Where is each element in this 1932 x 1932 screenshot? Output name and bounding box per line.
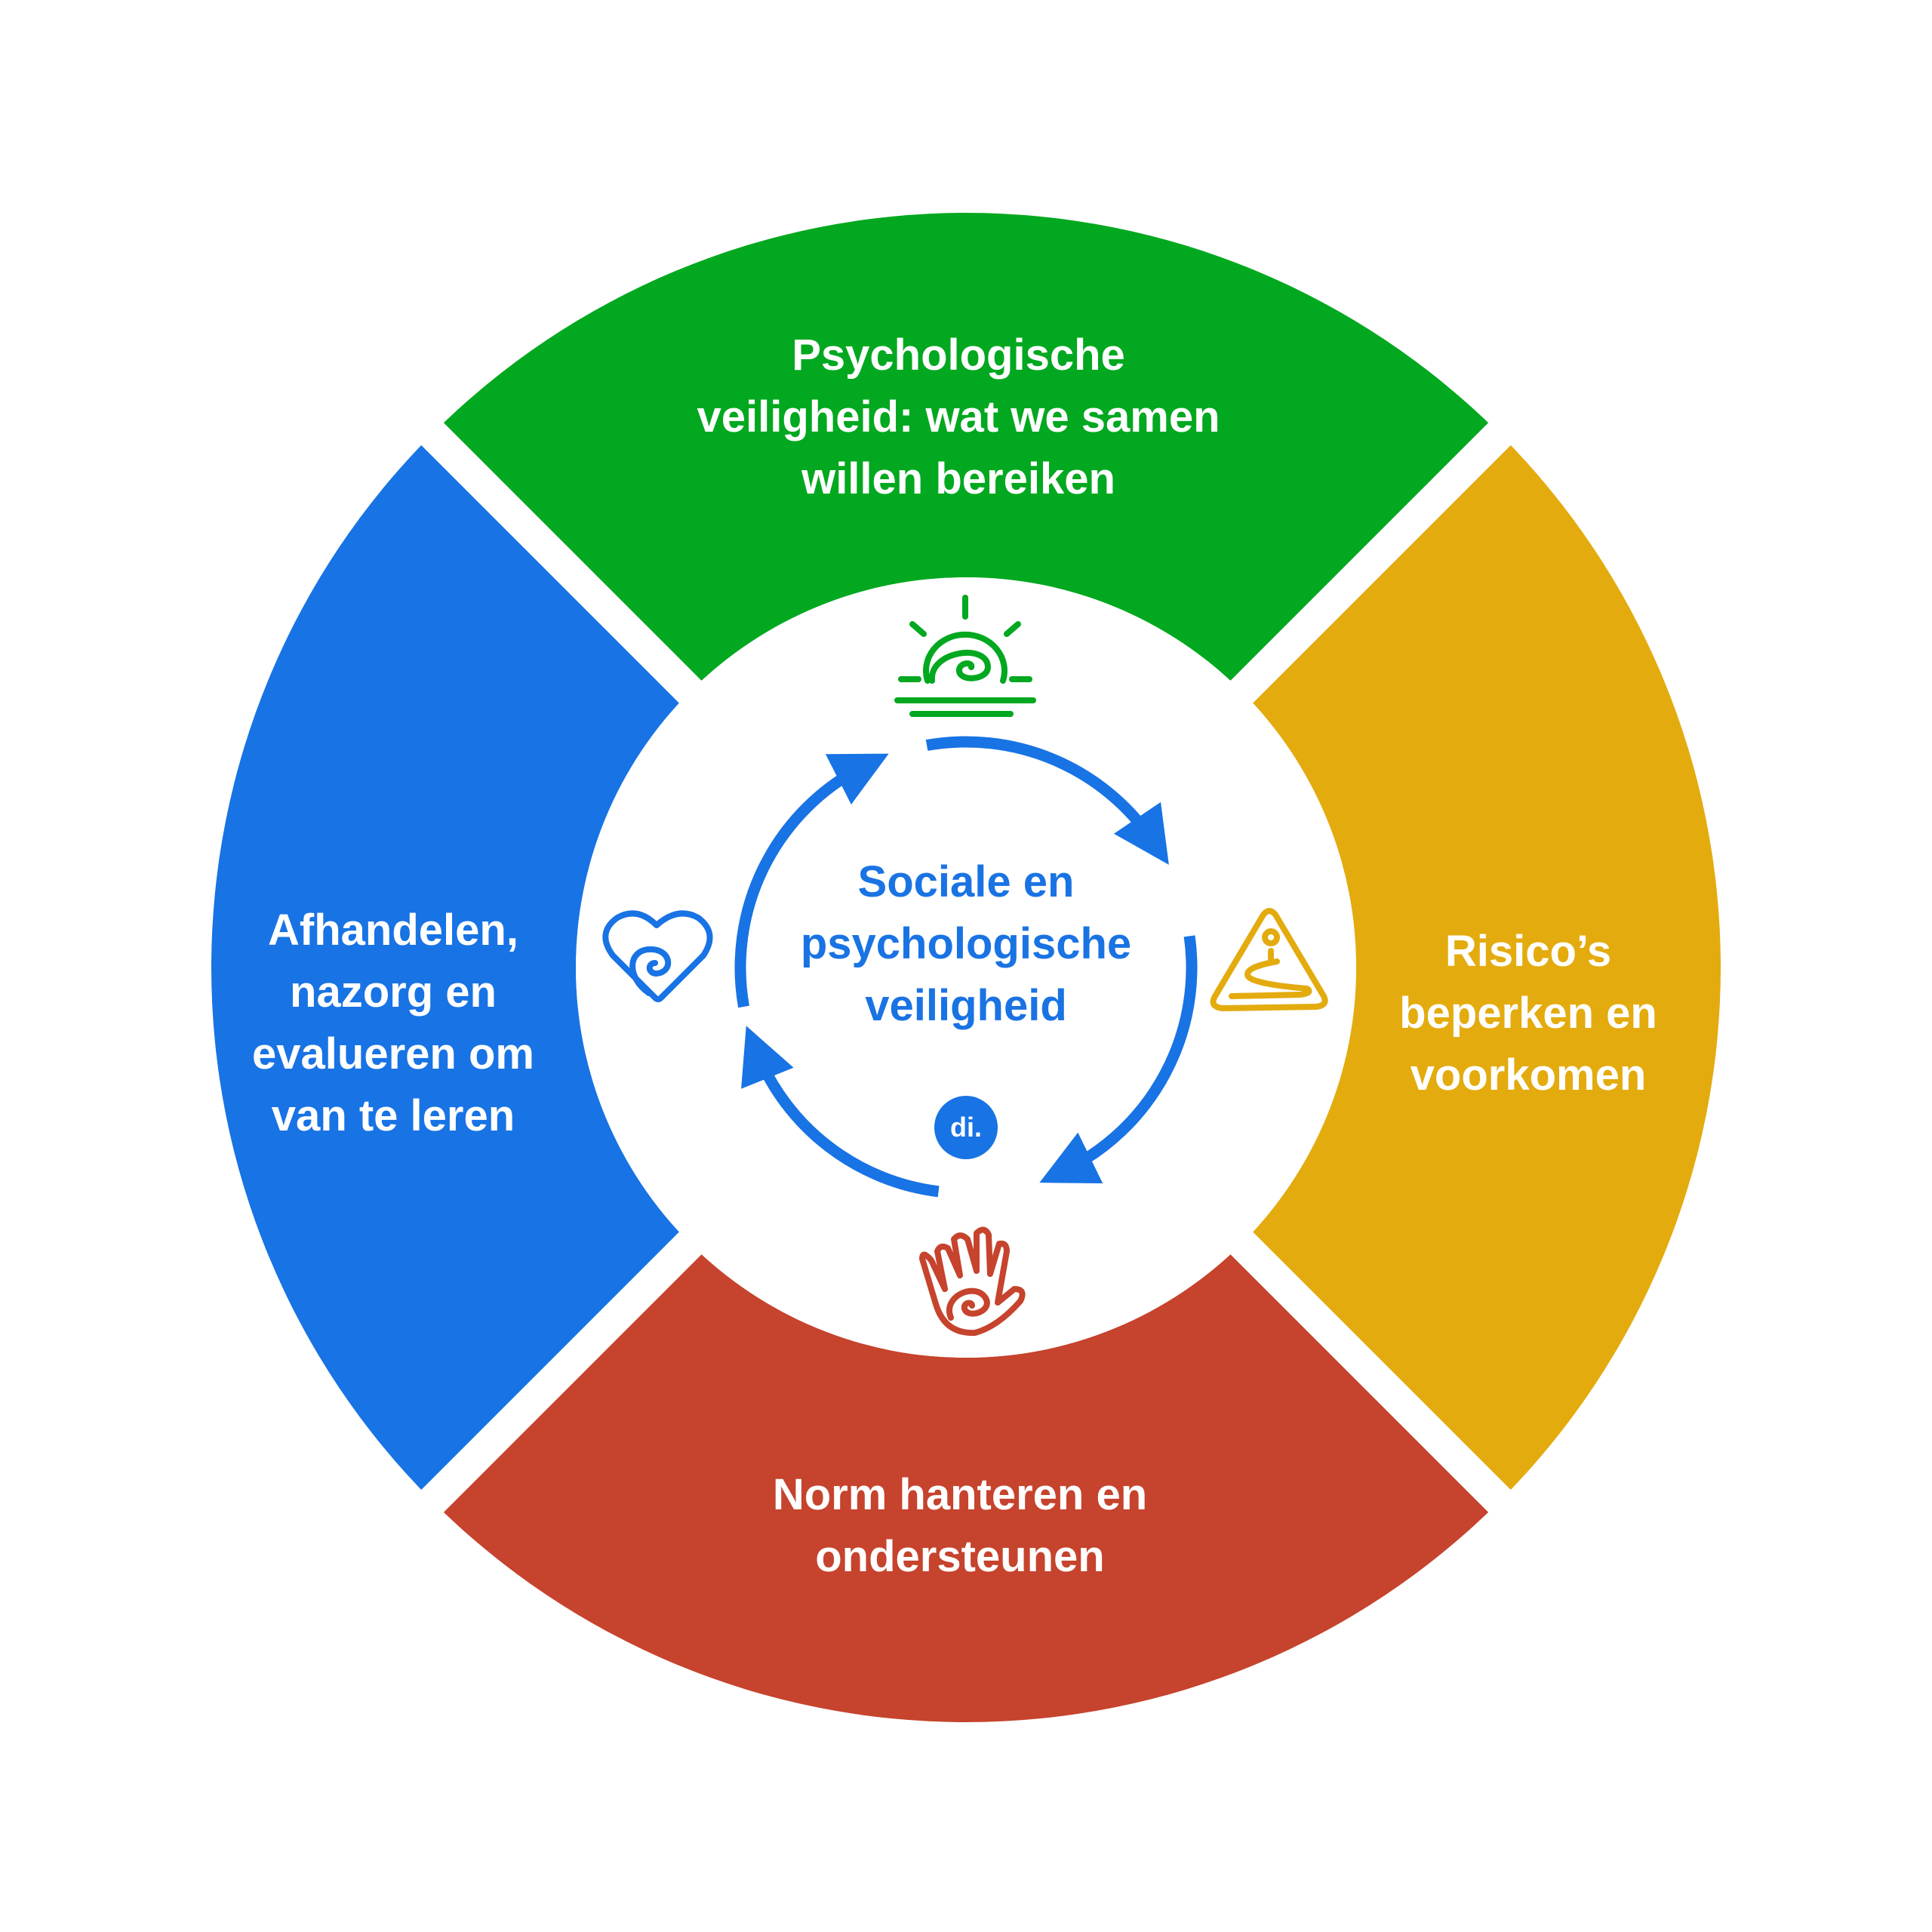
inner-circle (576, 577, 1356, 1358)
segment-label-right: Risico’s beperken en voorkomen (1399, 921, 1657, 1106)
label-line: Risico’s (1444, 927, 1612, 976)
label-line: ondersteunen (815, 1532, 1105, 1581)
center-line: veiligheid (865, 981, 1067, 1030)
label-line: Psychologische (792, 331, 1125, 380)
segment-label-bottom: Norm hanteren en ondersteunen (773, 1464, 1147, 1588)
segment-bottom (432, 1243, 1500, 1722)
segment-label-top: Psychologische veiligheid: wat we samen … (697, 325, 1220, 510)
cycle-arrow (741, 1026, 940, 1198)
heart-spiral-icon (602, 910, 713, 1002)
label-line: evalueren om (252, 1029, 534, 1078)
segment-top (432, 213, 1500, 692)
segment-left (211, 433, 691, 1502)
label-line: van te leren (271, 1091, 515, 1140)
label-line: beperken en (1399, 989, 1657, 1038)
center-title: Sociale en psychologische veiligheid (801, 851, 1131, 1037)
label-line: willen bereiken (801, 454, 1115, 503)
cycle-arrow (1039, 935, 1198, 1183)
cycle-arrow (925, 736, 1169, 865)
label-line: nazorg en (290, 968, 497, 1017)
center-line: psychologische (800, 919, 1132, 968)
segment-right (1241, 433, 1721, 1502)
center-line: Sociale en (857, 857, 1075, 906)
label-line: veiligheid: wat we samen (697, 392, 1220, 441)
sunrise-spiral-icon (894, 595, 1036, 717)
segment-label-left: Afhandelen, nazorg en evalueren om van t… (252, 900, 534, 1147)
label-line: Norm hanteren en (772, 1470, 1148, 1519)
label-line: voorkomen (1410, 1051, 1647, 1100)
cycle-arrow (734, 753, 889, 1008)
label-line: Afhandelen, (268, 906, 518, 955)
hand-spiral-icon (919, 1226, 1026, 1337)
warning-triangle-path-icon (1210, 908, 1328, 1011)
di-logo-badge: di. (934, 1096, 998, 1159)
